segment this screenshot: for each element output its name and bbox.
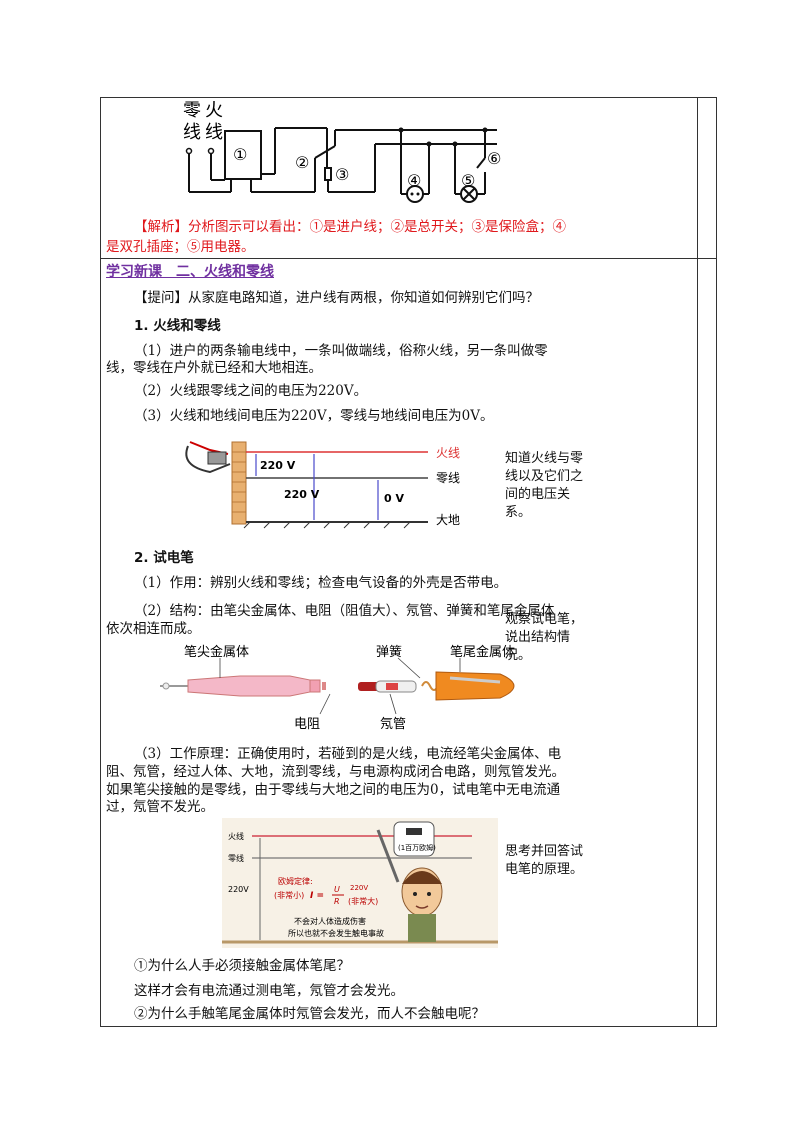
p1-line-2: 线，零线在户外就已经和大地相连。: [106, 360, 322, 376]
p5-line-2: 依次相连而成。: [106, 621, 201, 637]
question: 【提问】从家庭电路知道，进户线有两根，你知道如何辨别它们吗？: [134, 290, 539, 306]
label-neutral: 零线: [436, 471, 460, 485]
test-pen-figure: 笔尖金属体 弹簧 笔尾金属体 电阻 氖管: [160, 644, 515, 732]
pen-tip-label: 笔尖金属体: [184, 644, 249, 660]
column-divider: [697, 98, 698, 1026]
note-1-line-2: 线以及它们之: [505, 469, 584, 484]
note-2-line-2: 说出结构情: [505, 630, 571, 645]
p2: （2）火线跟零线之间的电压为220V。: [134, 383, 368, 399]
cartoon-large: (非常大): [348, 896, 378, 906]
note-2: 观察试电笔， 说出结构情 况。: [505, 611, 593, 665]
pen-spring-label: 弹簧: [376, 644, 402, 660]
label-n2: ②: [295, 153, 309, 172]
cartoon-neutral: 零线: [228, 853, 244, 863]
p6-line-3: 如果笔尖接触的是零线，由于零线与大地之间的电压为0，试电笔中无电流通: [106, 782, 561, 798]
p3: （3）火线和地线间电压为220V，零线与地线间电压为0V。: [134, 408, 494, 424]
cartoon-live: 火线: [228, 831, 244, 841]
p1-line-1: （1）进户的两条输电线中，一条叫做端线，俗称火线，另一条叫做零: [134, 343, 548, 359]
note-2-line-1: 观察试电笔，: [505, 612, 584, 627]
analysis-line-1: 【解析】分析图示可以看出：①是进户线；②是总开关；③是保险盒；④: [134, 219, 566, 235]
voltage-live-earth: 220 V: [284, 488, 320, 501]
cartoon-220v: 220V: [350, 884, 368, 892]
label-live: 火线: [436, 446, 460, 460]
cartoon-voltage: 220V: [228, 885, 249, 894]
label-n5: ⑤: [461, 171, 475, 190]
label-earth: 大地: [436, 513, 460, 527]
voltage-live-neutral: 220 V: [260, 459, 296, 472]
cartoon-meter: (1百万欧姆): [398, 843, 436, 852]
label-xian-2: 线: [205, 122, 223, 143]
cartoon-formula-i: I =: [310, 891, 324, 901]
heading-1: 1. 火线和零线: [134, 318, 221, 334]
label-n6: ⑥: [487, 149, 501, 168]
p6-line-4: 过，氖管不发光。: [106, 799, 214, 815]
voltage-neutral-earth: 0 V: [384, 492, 404, 505]
note-2-line-3: 况。: [505, 648, 532, 663]
question-1: ①为什么人手必须接触金属体笔尾？: [134, 958, 350, 974]
label-n1: ①: [233, 145, 247, 164]
label-huo: 火: [205, 100, 223, 121]
voltage-figure: 220 V 220 V 0 V 火线 零线 大地: [185, 441, 460, 529]
heading-2: 2. 试电笔: [134, 550, 194, 566]
note-1-line-1: 知道火线与零: [505, 451, 584, 466]
pen-resistor-label: 电阻: [294, 717, 320, 732]
label-n4: ④: [407, 171, 421, 190]
note-1-line-3: 间的电压关: [505, 487, 571, 502]
label-ling: 零: [183, 100, 201, 121]
cartoon-r: R: [334, 897, 340, 906]
note-3: 思考并回答试 电笔的原理。: [505, 843, 593, 879]
label-n3: ③: [335, 165, 349, 184]
cartoon-safe-1: 不会对人体造成伤害: [294, 916, 366, 926]
p4: （1）作用：辨别火线和零线；检查电气设备的外壳是否带电。: [134, 575, 508, 591]
analysis-line-2: 是双孔插座；⑤用电器。: [106, 239, 255, 255]
question-2: ②为什么手触笔尾金属体时氖管会发光，而人不会触电呢？: [134, 1006, 485, 1022]
cartoon-safe-2: 所以也就不会发生触电事故: [288, 928, 384, 938]
test-pen-principle-figure: 火线 零线 220V (1百万欧姆) 欧姆定律: (非常小) I = U R 2…: [222, 818, 498, 948]
p5-line-1: （2）结构：由笔尖金属体、电阻（阻值大）、氖管、弹簧和笔尾金属体: [134, 603, 555, 619]
note-1-line-4: 系。: [505, 505, 532, 520]
lesson-table: [100, 97, 717, 1027]
p6-line-2: 阻、氖管，经过人体、大地，流到零线，与电源构成闭合电路，则氖管发光。: [106, 764, 565, 780]
section-title: 学习新课 二、火线和零线: [106, 264, 274, 280]
note-1: 知道火线与零 线以及它们之 间的电压关 系。: [505, 450, 593, 522]
note-3-line-1: 思考并回答试: [505, 844, 584, 859]
p6-line-1: （3）工作原理：正确使用时，若碰到的是火线，电流经笔尖金属体、电: [134, 746, 562, 762]
cartoon-u: U: [334, 885, 340, 894]
circuit-diagram: 零 火 线 线 ① ② ③ ④ ⑤ ⑥: [183, 100, 501, 203]
row-divider: [101, 258, 716, 259]
note-3-line-2: 电笔的原理。: [505, 862, 584, 877]
label-xian-1: 线: [183, 122, 201, 143]
cartoon-ohm-title: 欧姆定律:: [278, 876, 313, 886]
pen-neon-label: 氖管: [380, 717, 406, 732]
pen-tail-label: 笔尾金属体: [450, 644, 515, 660]
cartoon-small: (非常小): [274, 890, 304, 900]
answer-1: 这样才会有电流通过测电笔，氖管才会发光。: [134, 983, 404, 999]
